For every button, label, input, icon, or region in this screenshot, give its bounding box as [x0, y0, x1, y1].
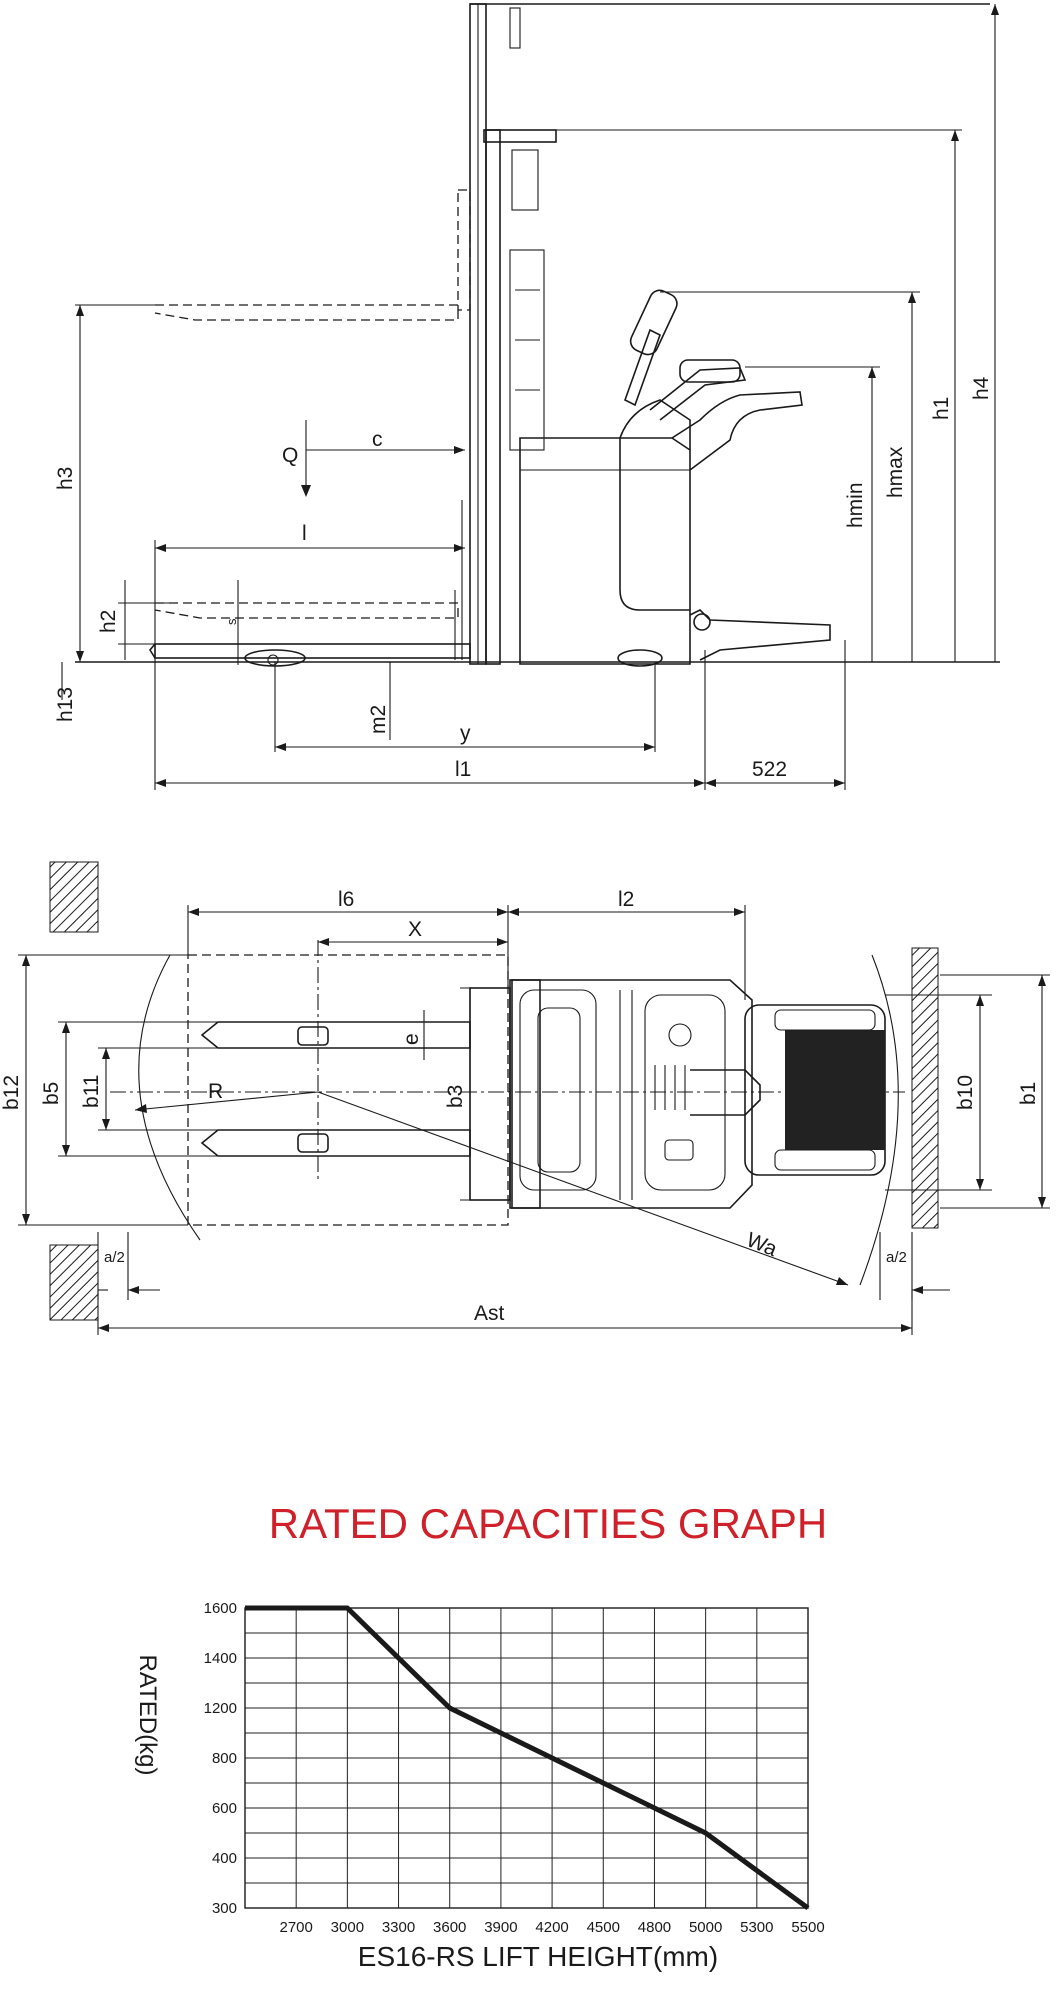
dim-l1-label: l1: [455, 758, 471, 781]
chart-y-tick-label: 1200: [204, 1700, 237, 1717]
dim-s-label: s: [224, 618, 239, 625]
dim-hmax-label: hmax: [884, 446, 907, 498]
chart-y-tick-label: 600: [212, 1800, 237, 1817]
dim-m2-label: m2: [367, 705, 390, 734]
dim-wa-label: Wa: [743, 1228, 780, 1261]
chart-x-tick-label: 3600: [433, 1919, 466, 1936]
dim-b10-label: b10: [954, 1075, 977, 1110]
chart-y-tick-label: 1400: [204, 1650, 237, 1667]
chart-y-tick-label: 300: [212, 1900, 237, 1917]
dim-b5-label: b5: [40, 1082, 63, 1105]
dim-r-label: R: [208, 1080, 223, 1103]
chart-x-tick-label: 4500: [587, 1919, 620, 1936]
side-view: h3 h2 h13 s Q c l m2 y: [54, 3, 1000, 790]
chart-y-tick-label: 1600: [204, 1600, 237, 1617]
chart-x-tick-label: 3000: [331, 1919, 364, 1936]
chart-y-tick-label: 800: [212, 1750, 237, 1767]
rated-capacities-chart: RATED CAPACITIES GRAPH 1600 1400 1200 800 60…: [134, 1500, 827, 1972]
dim-y-label: y: [460, 722, 471, 745]
dim-q-label: Q: [282, 444, 298, 467]
chart-x-tick-label: 5500: [791, 1919, 824, 1936]
chart-y-axis-label: RATED(kg): [134, 1655, 161, 1776]
dim-b11-label: b11: [80, 1075, 103, 1108]
dim-l-label: l: [302, 522, 307, 545]
dim-b12-label: b12: [0, 1075, 23, 1110]
chart-x-tick-label: 4800: [638, 1919, 671, 1936]
dim-e-label: e: [400, 1033, 423, 1045]
chart-x-tick-label: 3300: [382, 1919, 415, 1936]
chart-series: [245, 1605, 810, 1911]
chart-x-tick-label: 2700: [279, 1919, 312, 1936]
chart-grid: [244, 1607, 809, 1909]
dim-h1-label: h1: [930, 397, 953, 420]
dim-522-label: 522: [752, 758, 787, 781]
dim-hmin-label: hmin: [844, 482, 867, 528]
chart-series-line: [245, 1605, 810, 1911]
top-view: l6 l2 X e R b3 b12 b5: [0, 861, 1050, 1335]
dim-a-half-right-label: a/2: [886, 1249, 907, 1266]
chart-y-tick-labels: 1600 1400 1200 800 600 400 300: [204, 1600, 237, 1917]
chart-x-tick-label: 3900: [484, 1919, 517, 1936]
chart-x-tick-label: 4200: [535, 1919, 568, 1936]
dim-ast-label: Ast: [474, 1302, 505, 1325]
dim-c-label: c: [372, 428, 383, 451]
dim-x-label: X: [408, 918, 422, 941]
chart-x-tick-label: 5000: [689, 1919, 722, 1936]
chart-x-tick-label: 5300: [740, 1919, 773, 1936]
dim-h2-label: h2: [97, 610, 120, 633]
dim-l6-label: l6: [338, 888, 354, 911]
chart-x-axis-label: ES16-RS LIFT HEIGHT(mm): [358, 1941, 718, 1972]
dim-h4-label: h4: [970, 376, 993, 400]
dim-h13-label: h13: [54, 687, 77, 722]
dim-a-half-left-label: a/2: [104, 1249, 125, 1266]
dim-b1-label: b1: [1017, 1082, 1040, 1105]
dim-h3-label: h3: [54, 467, 77, 490]
dim-b3-label: b3: [444, 1085, 467, 1108]
chart-x-tick-labels: 2700 3000 3300 3600 3900 4200 4500 4800 5000 5300…: [279, 1919, 824, 1936]
chart-title: RATED CAPACITIES GRAPH: [269, 1500, 828, 1547]
dim-l2-label: l2: [618, 888, 634, 911]
chart-y-tick-label: 400: [212, 1850, 237, 1867]
